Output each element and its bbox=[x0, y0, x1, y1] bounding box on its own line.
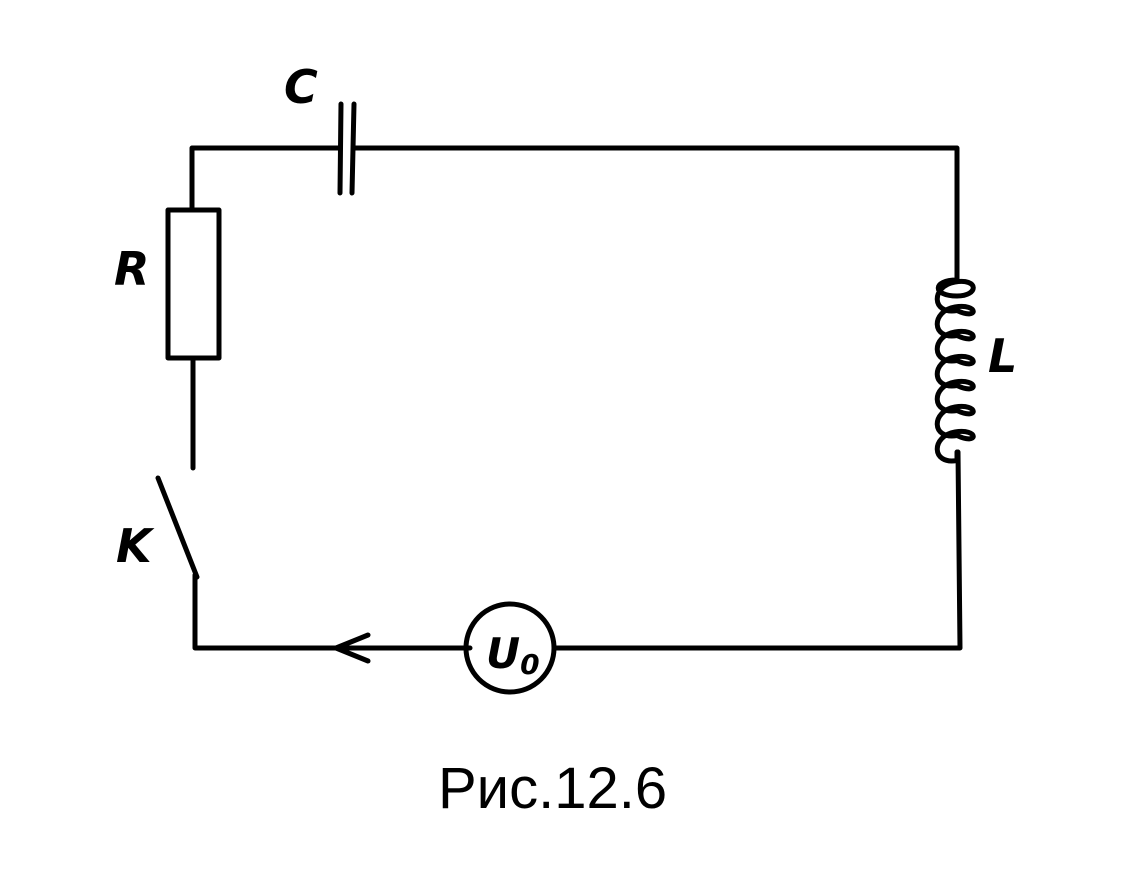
switch-label: K bbox=[116, 519, 155, 573]
resistor bbox=[165, 207, 222, 361]
wire-bottom-left bbox=[192, 572, 473, 651]
capacitor-plate-left bbox=[337, 101, 344, 196]
switch bbox=[155, 475, 200, 580]
figure-caption: Рис.12.6 bbox=[438, 756, 667, 821]
source-label-main: U bbox=[486, 629, 520, 678]
capacitor-label: C bbox=[284, 60, 318, 114]
wire-bottom-right bbox=[551, 449, 963, 651]
wire-top-right bbox=[351, 145, 960, 275]
resistor-label: R bbox=[114, 242, 149, 296]
inductor bbox=[934, 269, 976, 464]
source-label: U0 bbox=[486, 629, 540, 681]
current-arrow bbox=[333, 632, 371, 664]
voltage-source: U0 bbox=[463, 601, 557, 695]
inductor-label: L bbox=[988, 329, 1017, 383]
wire-top-left bbox=[189, 145, 341, 213]
capacitor bbox=[337, 101, 357, 196]
source-label-sub: 0 bbox=[520, 648, 539, 681]
capacitor-plate-right bbox=[349, 101, 357, 196]
